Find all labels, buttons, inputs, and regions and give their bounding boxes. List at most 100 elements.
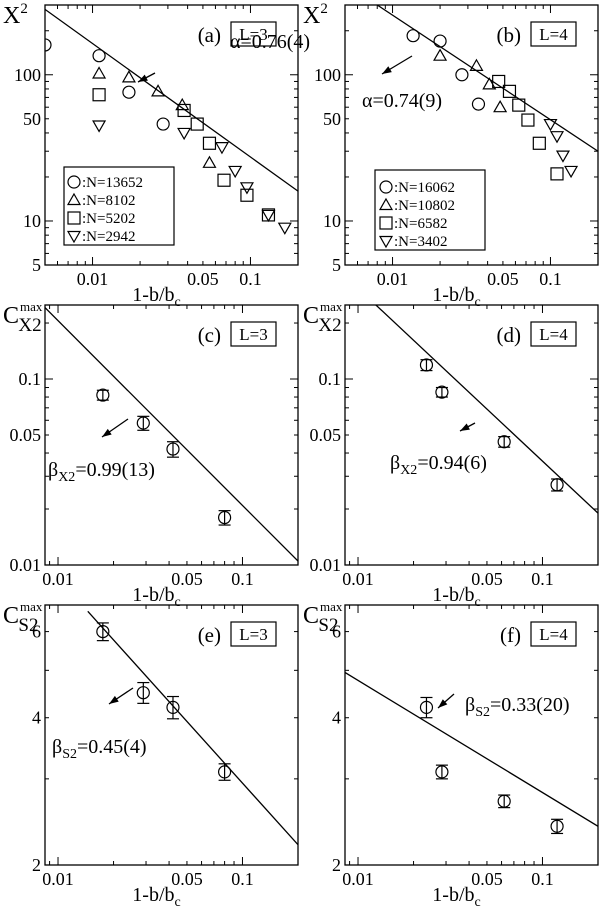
data-point bbox=[550, 478, 564, 492]
data-point bbox=[433, 48, 448, 61]
data-point bbox=[122, 85, 136, 99]
x-tick-label: 0.1 bbox=[231, 569, 254, 589]
data-point bbox=[549, 131, 565, 144]
data-point bbox=[166, 442, 180, 456]
y-axis-label-main: C bbox=[3, 303, 19, 329]
y-axis-label-sub: S2 bbox=[18, 615, 38, 636]
data-point bbox=[190, 117, 204, 131]
fit-label: βS2=0.33(20) bbox=[465, 694, 570, 720]
y-axis-label-sup: max bbox=[320, 299, 343, 314]
plot-frame bbox=[344, 604, 599, 866]
fit-label-sub: X2 bbox=[58, 470, 75, 485]
fit-label-value: α=0.74(9) bbox=[362, 90, 442, 112]
x-axis-label-sub: c bbox=[475, 595, 481, 610]
x-tick-label: 0.01 bbox=[77, 269, 109, 289]
x-axis-label-main: 1-b/b bbox=[132, 584, 174, 606]
x-axis-label-main: 1-b/b bbox=[432, 584, 474, 606]
data-point bbox=[419, 358, 434, 372]
x-tick-label: 0.01 bbox=[42, 869, 74, 889]
y-tick-label: 2 bbox=[332, 855, 341, 875]
x-tick-label: 0.1 bbox=[231, 869, 254, 889]
legend-box bbox=[63, 166, 175, 246]
plot-frame bbox=[44, 4, 299, 266]
data-point bbox=[406, 29, 420, 43]
x-tick-label: 0.05 bbox=[171, 869, 203, 889]
data-point bbox=[151, 84, 166, 97]
data-point bbox=[497, 794, 511, 808]
fit-line bbox=[87, 610, 298, 846]
panel-label: (a) bbox=[198, 23, 221, 47]
x-tick-label: 0.01 bbox=[342, 569, 374, 589]
x-tick-label: 0.01 bbox=[377, 269, 409, 289]
x-axis-label-sub: c bbox=[475, 295, 481, 310]
fit-label-symbol: β bbox=[52, 736, 62, 758]
legend-marker bbox=[67, 175, 81, 189]
x-tick-label: 0.1 bbox=[531, 569, 554, 589]
data-point bbox=[217, 765, 232, 779]
data-point bbox=[202, 155, 217, 168]
arrow-head bbox=[460, 423, 470, 431]
x-tick-label: 0.05 bbox=[487, 269, 519, 289]
data-point bbox=[555, 150, 570, 163]
data-point bbox=[564, 165, 579, 179]
y-tick-label: 100 bbox=[314, 65, 341, 85]
y-tick-label: 10 bbox=[323, 211, 341, 231]
legend-marker bbox=[67, 211, 81, 225]
y-axis-label-main: C bbox=[303, 603, 319, 629]
l-label: L=3 bbox=[239, 625, 267, 644]
fit-line bbox=[45, 8, 298, 192]
plot-frame bbox=[44, 604, 299, 866]
x-axis-label: 1-b/bc bbox=[132, 284, 180, 310]
data-point bbox=[532, 136, 546, 150]
y-tick-label: 100 bbox=[14, 65, 41, 85]
x-axis-label-sub: c bbox=[175, 595, 181, 610]
data-point bbox=[497, 435, 511, 449]
data-point bbox=[214, 142, 229, 155]
data-point bbox=[136, 416, 150, 430]
y-tick-label: 2 bbox=[32, 855, 41, 875]
plot-frame bbox=[344, 4, 599, 266]
data-point bbox=[217, 173, 231, 187]
y-tick-label: 0.01 bbox=[310, 555, 342, 575]
legend-marker bbox=[66, 192, 82, 206]
panel-label: (f) bbox=[500, 623, 521, 647]
fit-line bbox=[45, 307, 298, 562]
legend-marker bbox=[378, 235, 394, 249]
y-axis-label-sup: max bbox=[20, 299, 43, 314]
x-axis-label: 1-b/bc bbox=[432, 284, 480, 310]
data-point bbox=[502, 84, 517, 98]
l-label: L=4 bbox=[539, 325, 568, 344]
y-axis-label-sub: X2 bbox=[18, 315, 41, 336]
data-point bbox=[277, 222, 292, 235]
fit-label-value: =0.45(4) bbox=[77, 736, 147, 758]
panel-label: (e) bbox=[198, 623, 221, 647]
legend-entry: :N=10802 bbox=[394, 198, 455, 214]
y-axis-label: X2 bbox=[303, 1, 328, 29]
x-axis-label: 1-b/bc bbox=[432, 584, 480, 610]
data-point bbox=[96, 624, 110, 639]
data-point bbox=[469, 58, 484, 71]
y-tick-label: 4 bbox=[32, 708, 41, 728]
legend-entry: :N=6582 bbox=[394, 216, 447, 232]
l-label: L=3 bbox=[239, 25, 267, 44]
data-point bbox=[96, 388, 110, 402]
fit-label: βS2=0.45(4) bbox=[52, 736, 147, 762]
y-axis-label-main: C bbox=[3, 603, 19, 629]
arrow-head bbox=[438, 699, 448, 708]
x-axis-label-main: 1-b/b bbox=[432, 284, 474, 306]
data-point bbox=[261, 209, 276, 223]
x-tick-label: 0.05 bbox=[187, 269, 219, 289]
fit-label: βX2=0.99(13) bbox=[48, 459, 155, 485]
fit-label-symbol: β bbox=[390, 452, 400, 474]
x-axis-label-sub: c bbox=[175, 895, 181, 910]
legend-entry: :N=3402 bbox=[394, 234, 447, 250]
fit-label-sub: S2 bbox=[475, 705, 490, 720]
fit-label-value: =0.33(20) bbox=[490, 694, 570, 716]
y-tick-label: 4 bbox=[332, 708, 341, 728]
l-box bbox=[530, 321, 577, 347]
x-tick-label: 0.05 bbox=[471, 869, 503, 889]
